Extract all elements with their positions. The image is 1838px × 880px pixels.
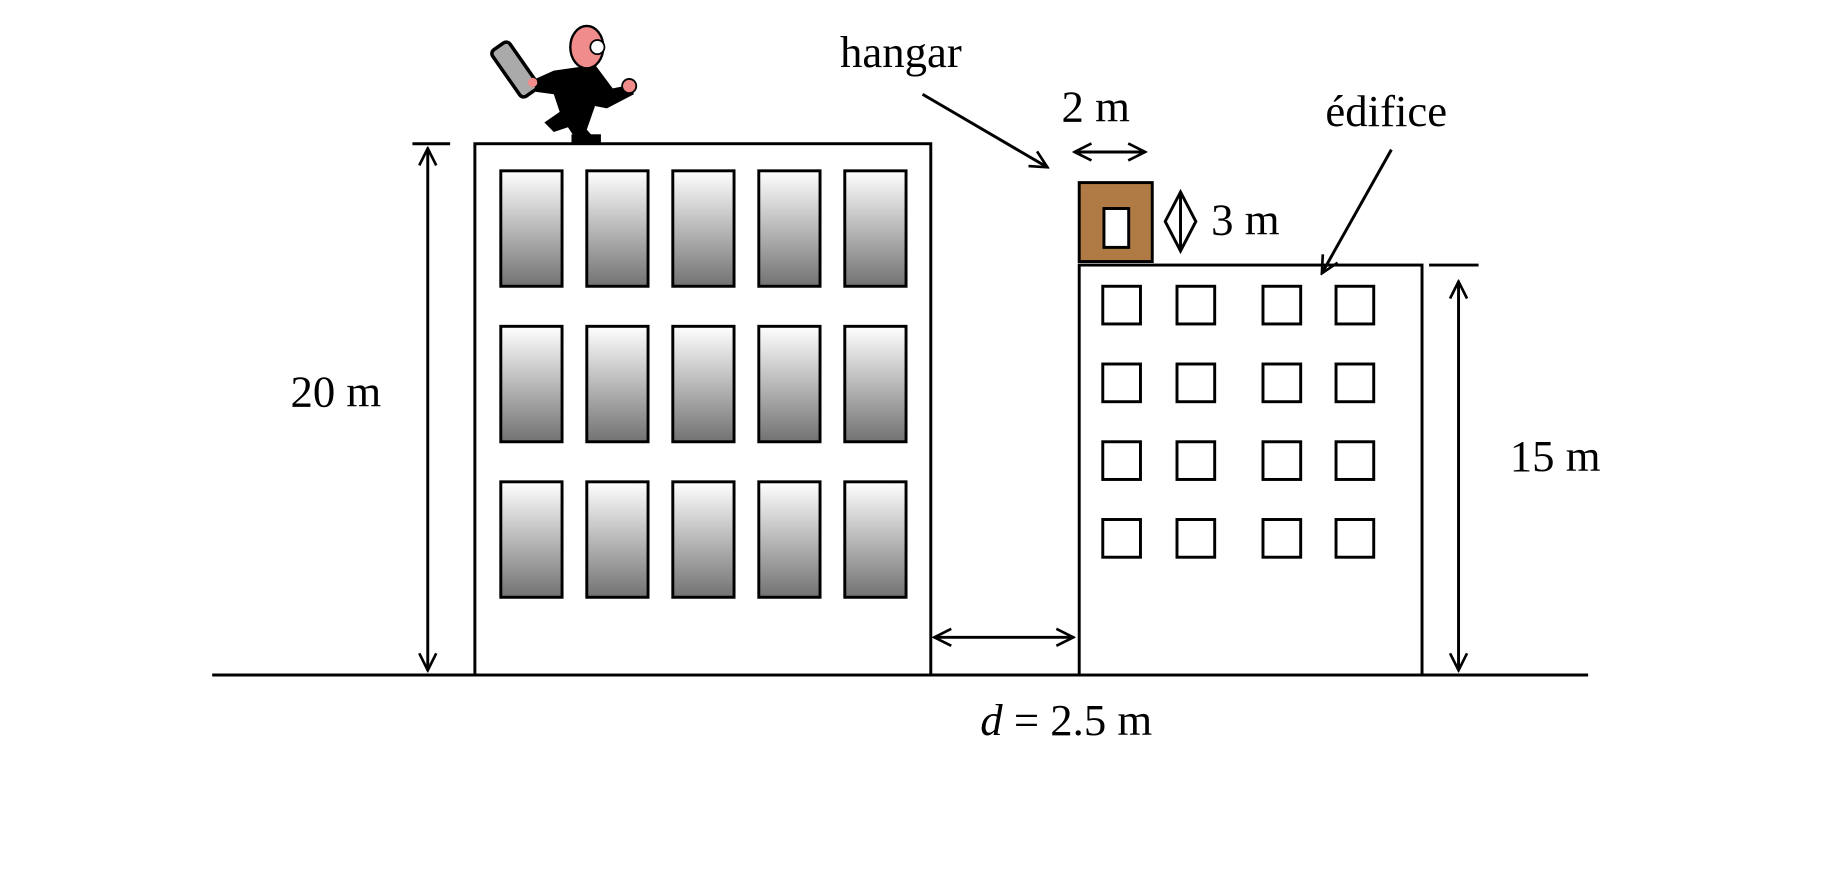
- window: [843, 324, 908, 444]
- window: [671, 324, 736, 444]
- distance-variable: d: [980, 695, 1003, 745]
- window: [499, 169, 564, 288]
- window: [1101, 440, 1142, 481]
- window: [1334, 362, 1376, 404]
- window: [1101, 518, 1142, 559]
- hangar-height-label: 3 m: [1211, 194, 1280, 244]
- window: [499, 480, 564, 599]
- distance-label: d = 2.5 m: [980, 695, 1152, 745]
- hangar-label: hangar: [840, 27, 962, 77]
- window: [1261, 284, 1303, 326]
- window: [1261, 518, 1303, 559]
- window: [1261, 440, 1303, 481]
- window: [585, 169, 650, 288]
- short-building: [1077, 263, 1424, 677]
- window: [843, 169, 908, 288]
- hangar-pointer-arrow: [921, 92, 1048, 167]
- window: [757, 480, 822, 599]
- short-building-windows: [1101, 284, 1376, 559]
- window: [1334, 284, 1376, 326]
- window: [843, 480, 908, 599]
- window: [585, 480, 650, 599]
- hangar: [1077, 181, 1154, 263]
- window: [671, 480, 736, 599]
- window: [499, 324, 564, 444]
- window: [757, 324, 822, 444]
- window: [1175, 362, 1217, 404]
- building-label: édifice: [1325, 86, 1447, 136]
- window: [1261, 362, 1303, 404]
- window: [1101, 284, 1142, 326]
- window: [1101, 362, 1142, 404]
- hangar-height-arrow: [1163, 188, 1198, 255]
- tall-building: [473, 142, 933, 677]
- hangar-width-label: 2 m: [1062, 81, 1131, 131]
- height-15m-dimension: [1429, 263, 1479, 670]
- window: [1175, 440, 1217, 481]
- height-20m-dimension: [412, 142, 451, 671]
- window: [1334, 440, 1376, 481]
- window: [757, 169, 822, 288]
- building-pointer-arrow: [1322, 148, 1393, 274]
- window: [585, 324, 650, 444]
- tall-building-windows: [499, 169, 908, 599]
- window: [671, 169, 736, 288]
- running-man-icon: [490, 24, 638, 144]
- height-15m-label: 15 m: [1510, 431, 1601, 481]
- window: [1334, 518, 1376, 559]
- window: [1175, 518, 1217, 559]
- window: [1175, 284, 1217, 326]
- height-20m-label: 20 m: [290, 366, 381, 416]
- distance-value: = 2.5 m: [1003, 695, 1153, 745]
